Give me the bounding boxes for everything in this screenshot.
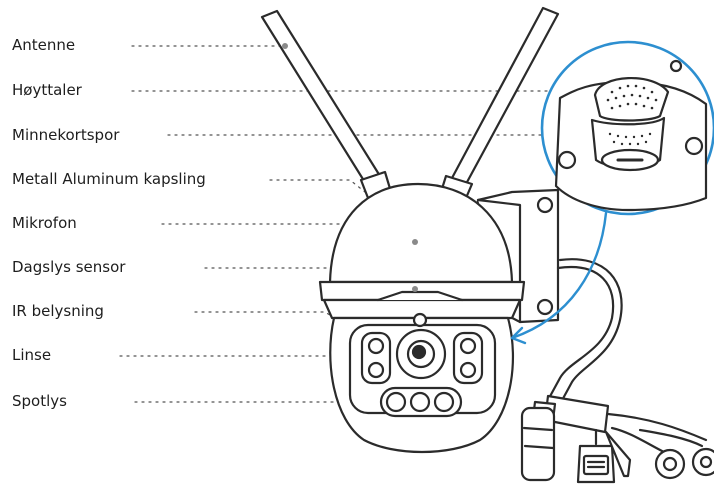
- zoom-arrowhead: [510, 326, 527, 345]
- connector-bundle: [520, 394, 714, 484]
- leader-housing: [269, 179, 376, 201]
- label-lens: Linse: [12, 346, 52, 364]
- zoom-detail: [540, 40, 714, 216]
- label-speaker: Høyttaler: [12, 81, 82, 99]
- marker-dots: [282, 43, 418, 292]
- antenna-left: [260, 9, 393, 200]
- label-ir-lighting: IR belysning: [12, 302, 104, 320]
- label-daylight-sensor: Dagslys sensor: [12, 258, 126, 276]
- label-memory-slot: Minnekortspor: [12, 126, 120, 144]
- zoom-arrow: [510, 211, 608, 340]
- speaker-grill: [606, 84, 658, 110]
- mic-grill: [608, 132, 652, 146]
- leader-ir-lighting: [194, 311, 371, 341]
- label-microphone: Mikrofon: [12, 214, 77, 232]
- label-housing: Metall Aluminum kapsling: [12, 170, 206, 188]
- antenna-right: [439, 6, 560, 200]
- label-antenna: Antenne: [12, 36, 76, 54]
- camera-head: [329, 290, 515, 454]
- label-spotlight: Spotlys: [12, 392, 67, 410]
